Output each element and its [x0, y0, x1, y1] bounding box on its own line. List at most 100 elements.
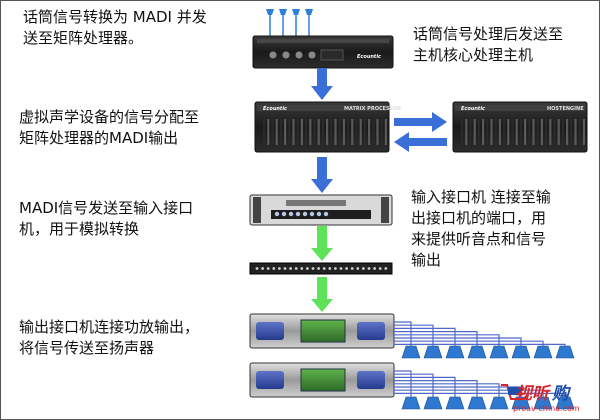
vent-slot [511, 119, 514, 145]
vent-slot [376, 119, 379, 145]
microphone-icon [279, 9, 287, 37]
caption-step2: 虚拟声学设备的信号分配至 矩阵处理器的MADI输出 [19, 107, 199, 149]
vent-slot [263, 119, 266, 145]
patch-hole [306, 267, 309, 270]
vent-slot [515, 119, 518, 145]
vent-slot [288, 119, 291, 145]
patch-hole [373, 267, 376, 270]
vent-slot [536, 119, 539, 145]
matrix-model: MATRIX PROCESSOR [344, 106, 401, 112]
patch-hole [278, 267, 281, 270]
cable-line [394, 337, 522, 346]
speaker-icon [423, 345, 443, 359]
vent-slot [490, 119, 493, 145]
patch-hole [300, 267, 304, 270]
caption-line: 送至矩阵处理器。 [23, 29, 144, 47]
speaker-icon [489, 345, 509, 359]
speaker-icon [533, 396, 553, 410]
patch-hole [255, 267, 259, 270]
vent-slot [557, 119, 560, 145]
cable-line [394, 324, 434, 346]
caption-line: 将信号传送至扬声器 [19, 339, 155, 357]
watermark-text: 视听 [515, 384, 552, 404]
caption-step1-right: 话筒信号处理后发送至 主机核心处理主机 [413, 24, 563, 66]
cable-line [394, 334, 500, 346]
vent-slot [566, 119, 569, 145]
patch-hole [339, 267, 343, 270]
caption-step4: 输入接口机 连接至输 出接口机的端口，用 来提供听音点和信号 输出 [411, 187, 551, 271]
cable-line [394, 392, 566, 397]
patch-hole [367, 267, 371, 270]
patch-hole [266, 267, 270, 270]
vent-slot [477, 119, 480, 145]
caption-line: MADI信号发送至输入接口 [19, 199, 194, 217]
watermark-logo: 视听 购 proav-china.com [501, 384, 580, 413]
vent-slot [338, 119, 341, 145]
caption-line: 输入接口机 连接至输 [411, 188, 551, 206]
amplifier-unit [249, 362, 395, 398]
vent-slot [368, 119, 371, 145]
vent-slot [545, 119, 548, 145]
caption-line: 话筒信号转换为 MADI 并发 [23, 8, 207, 26]
microphone-group [266, 9, 313, 37]
vent-slot [300, 119, 303, 145]
caption-line: 话筒信号处理后发送至 [413, 25, 564, 43]
speaker-icon [489, 396, 509, 410]
cable-line [394, 383, 500, 397]
patch-hole [328, 267, 332, 270]
patch-hole [311, 267, 315, 270]
speaker-icon [445, 345, 465, 359]
cable-line [394, 380, 478, 397]
caption-line: 输出接口机连接功放输出， [19, 318, 200, 336]
caption-step3: MADI信号发送至输入接口 机，用于模拟转换 [19, 198, 193, 240]
caption-line: 输出 [411, 251, 442, 269]
madi-converter-unit: Ecountic [252, 35, 394, 69]
speaker-icon [533, 345, 553, 359]
patch-hole [317, 267, 320, 270]
caption-line: 虚拟声学设备的信号分配至 [19, 108, 200, 126]
amplifier-unit [249, 313, 395, 349]
vent-grille [461, 119, 585, 145]
patch-hole [378, 267, 382, 270]
vent-grille [263, 119, 387, 145]
vent-slot [570, 119, 573, 145]
vent-slot [473, 119, 476, 145]
speaker-row [401, 396, 575, 410]
vent-slot [482, 119, 485, 145]
caption-line: 主机核心处理主机 [413, 46, 534, 64]
speaker-row [401, 345, 575, 359]
cable-line [394, 343, 566, 346]
vent-slot [305, 119, 308, 145]
patch-hole [294, 267, 298, 270]
vent-slot [363, 119, 366, 145]
vent-slot [540, 119, 543, 145]
patch-hole [283, 267, 287, 270]
patch-hole [334, 267, 337, 270]
caption-line: 机，用于模拟转换 [19, 220, 140, 238]
vent-slot [553, 119, 556, 145]
speaker-icon [445, 396, 465, 410]
vent-slot [574, 119, 577, 145]
vent-slot [275, 119, 278, 145]
vent-slot [503, 119, 506, 145]
cable-line [394, 386, 522, 397]
patch-hole [322, 267, 326, 270]
microphone-icon [292, 9, 300, 37]
speaker-icon [467, 396, 487, 410]
matrix-brand: Ecountic [263, 106, 287, 112]
vent-slot [486, 119, 489, 145]
vent-slot [524, 119, 527, 145]
vent-slot [494, 119, 497, 145]
vent-slot [582, 119, 585, 145]
cart-icon [501, 384, 525, 400]
vent-slot [359, 119, 362, 145]
converter-brand: Ecountic [357, 54, 381, 60]
vent-slot [279, 119, 282, 145]
vent-slot [355, 119, 358, 145]
caption-line: 矩阵处理器的MADI输出 [19, 129, 179, 147]
vent-slot [498, 119, 501, 145]
arrow-down-icon [311, 157, 333, 193]
patch-hole [272, 267, 276, 270]
